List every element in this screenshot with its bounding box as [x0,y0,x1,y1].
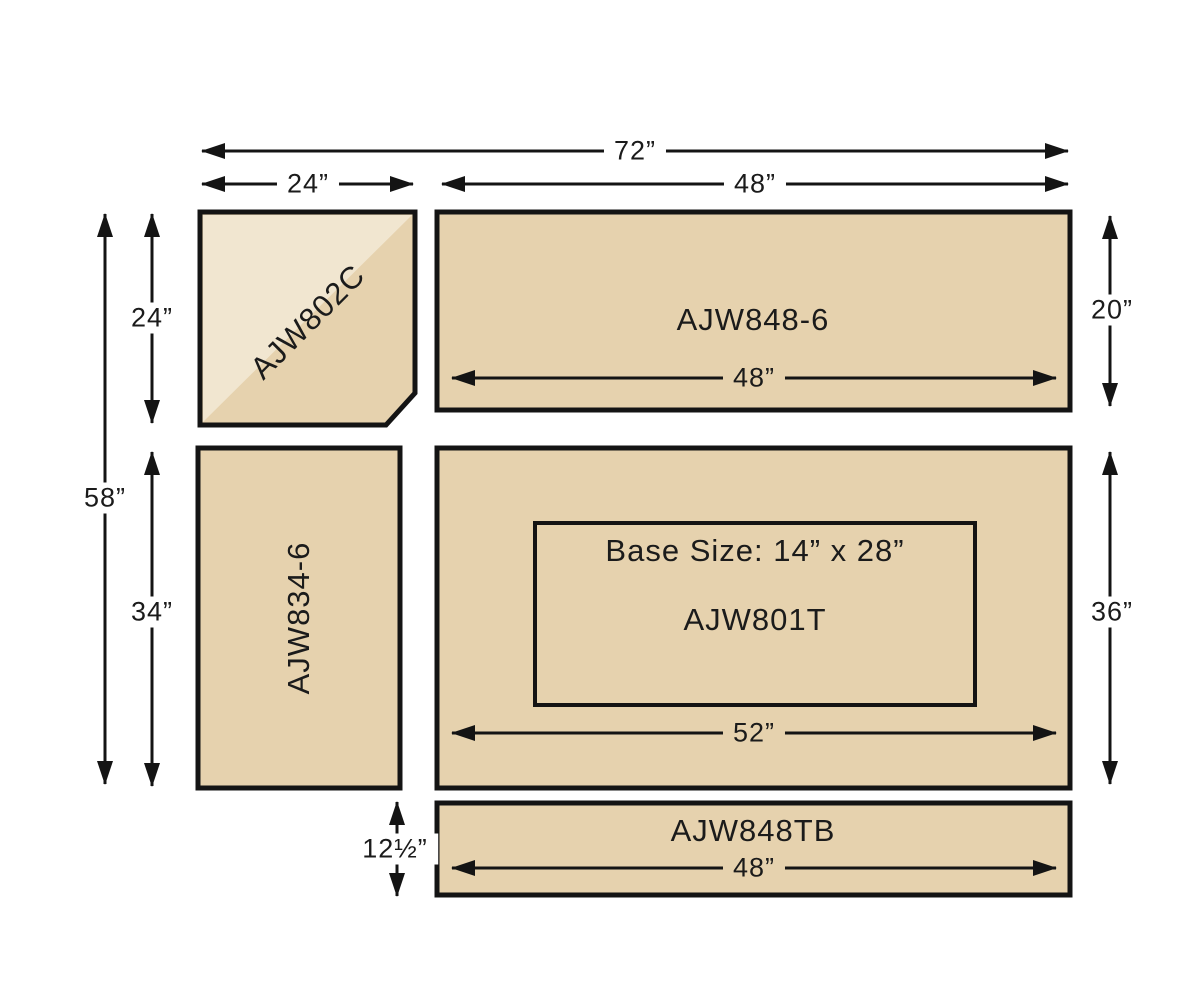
dim-main-box-inner-width-label: 52” [722,717,786,749]
dim-bottom-box-inner-width-label: 48” [722,852,786,884]
dim-overall-height-label: 58” [73,482,137,514]
dim-right-top-height-label: 20” [1080,294,1144,326]
dim-right-bottom-height-label: 36” [1080,596,1144,628]
dim-top-right-width-label: 48” [723,168,787,200]
panel-ajw802c-highlight [203,215,412,422]
dim-left-bottom-height-label: 34” [120,596,184,628]
panel-ajw848-6-label: AJW848-6 [676,302,830,337]
panel-ajw801t-base-outline [533,521,977,707]
panel-ajw801t-base-size-label: Base Size: 14” x 28” [605,533,905,568]
dim-left-top-height-label: 24” [120,302,184,334]
dim-overall-width-label: 72” [603,135,667,167]
panel-ajw834-6-label: AJW834-6 [281,541,316,695]
panel-ajw801t-label: AJW801T [683,602,827,637]
dim-bottom-strip-height-label: 12½” [352,833,438,865]
panel-ajw848tb-label: AJW848TB [670,813,836,848]
dim-top-box-inner-width-label: 48” [722,362,786,394]
panel-ajw834-6 [195,445,403,791]
dim-top-left-width-label: 24” [276,168,340,200]
panel-ajw802c-outline [197,209,418,428]
